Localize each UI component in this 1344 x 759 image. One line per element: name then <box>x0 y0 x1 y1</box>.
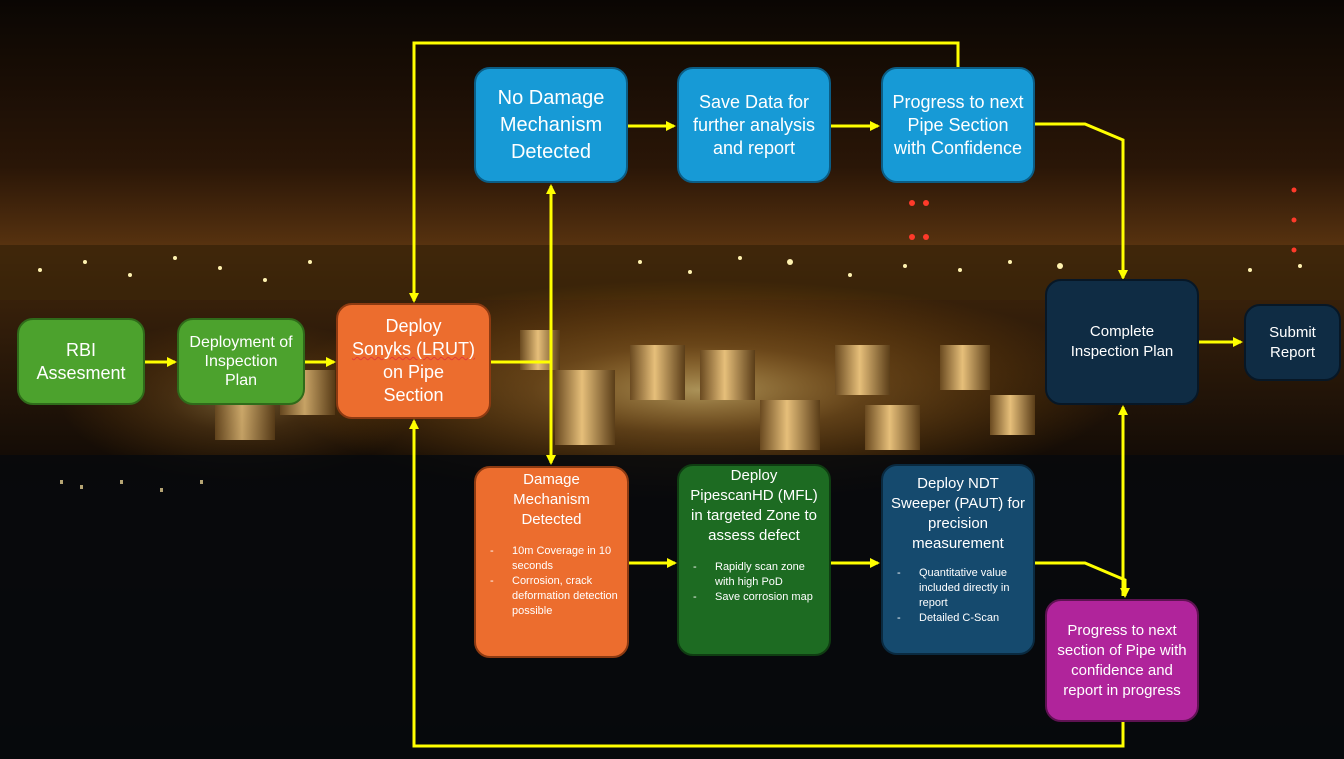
pipescan-node: Deploy PipescanHD (MFL) in targeted Zone… <box>677 464 831 656</box>
no-damage-node: No Damage Mechanism Detected <box>474 67 628 183</box>
progress-confidence-node: Progress to next Pipe Section with Confi… <box>881 67 1035 183</box>
progress-confidence-label: Progress to next Pipe Section with Confi… <box>892 91 1024 158</box>
ndt-bullet-1: Quantitative value included directly in … <box>891 566 1025 611</box>
deploy-lrut-node: Deploy Sonyks (LRUT) on Pipe Section <box>336 303 491 419</box>
damage-detected-title: Damage Mechanism Detected <box>513 471 590 528</box>
complete-plan-node: Complete Inspection Plan <box>1045 279 1199 405</box>
damage-detected-bullets: 10m Coverage in 10 seconds Corrosion, cr… <box>484 544 619 619</box>
save-data-node: Save Data for further analysis and repor… <box>677 67 831 183</box>
rbi-assessment-label: RBI Assesment <box>36 339 126 383</box>
deploy-lrut-line3: on Pipe <box>382 362 445 382</box>
rbi-assessment-node: RBI Assesment <box>17 318 145 405</box>
save-data-label: Save Data for further analysis and repor… <box>692 91 816 158</box>
damage-bullet-2: Corrosion, crack deformation detection p… <box>484 574 619 619</box>
ndt-sweeper-bullets: Quantitative value included directly in … <box>891 566 1025 626</box>
deploy-lrut-line1: Deploy <box>385 316 442 336</box>
deploy-lrut-line4: Section <box>383 385 444 405</box>
no-damage-label: No Damage Mechanism Detected <box>497 86 605 163</box>
pipescan-bullets: Rapidly scan zone with high PoD Save cor… <box>687 560 821 605</box>
ndt-sweeper-title: Deploy NDT Sweeper (PAUT) for precision … <box>891 475 1025 552</box>
progress-in-progress-node: Progress to next section of Pipe with co… <box>1045 599 1199 722</box>
damage-bullet-1: 10m Coverage in 10 seconds <box>484 544 619 574</box>
pipescan-title: Deploy PipescanHD (MFL) in targeted Zone… <box>690 467 818 544</box>
pipescan-bullet-2: Save corrosion map <box>687 590 821 605</box>
submit-report-label: Submit Report <box>1269 323 1316 361</box>
deployment-plan-node: Deployment of Inspection Plan <box>177 318 305 405</box>
pipescan-bullet-1: Rapidly scan zone with high PoD <box>687 560 821 590</box>
submit-report-node: Submit Report <box>1244 304 1341 381</box>
ndt-bullet-2: Detailed C-Scan <box>891 611 1025 626</box>
complete-plan-label: Complete Inspection Plan <box>1070 323 1174 360</box>
damage-detected-node: Damage Mechanism Detected 10m Coverage i… <box>474 466 629 658</box>
deployment-plan-label: Deployment of Inspection Plan <box>189 334 293 389</box>
ndt-sweeper-node: Deploy NDT Sweeper (PAUT) for precision … <box>881 464 1035 655</box>
progress-in-progress-label: Progress to next section of Pipe with co… <box>1057 621 1187 699</box>
deploy-lrut-line2: Sonyks (LRUT) <box>351 339 476 359</box>
